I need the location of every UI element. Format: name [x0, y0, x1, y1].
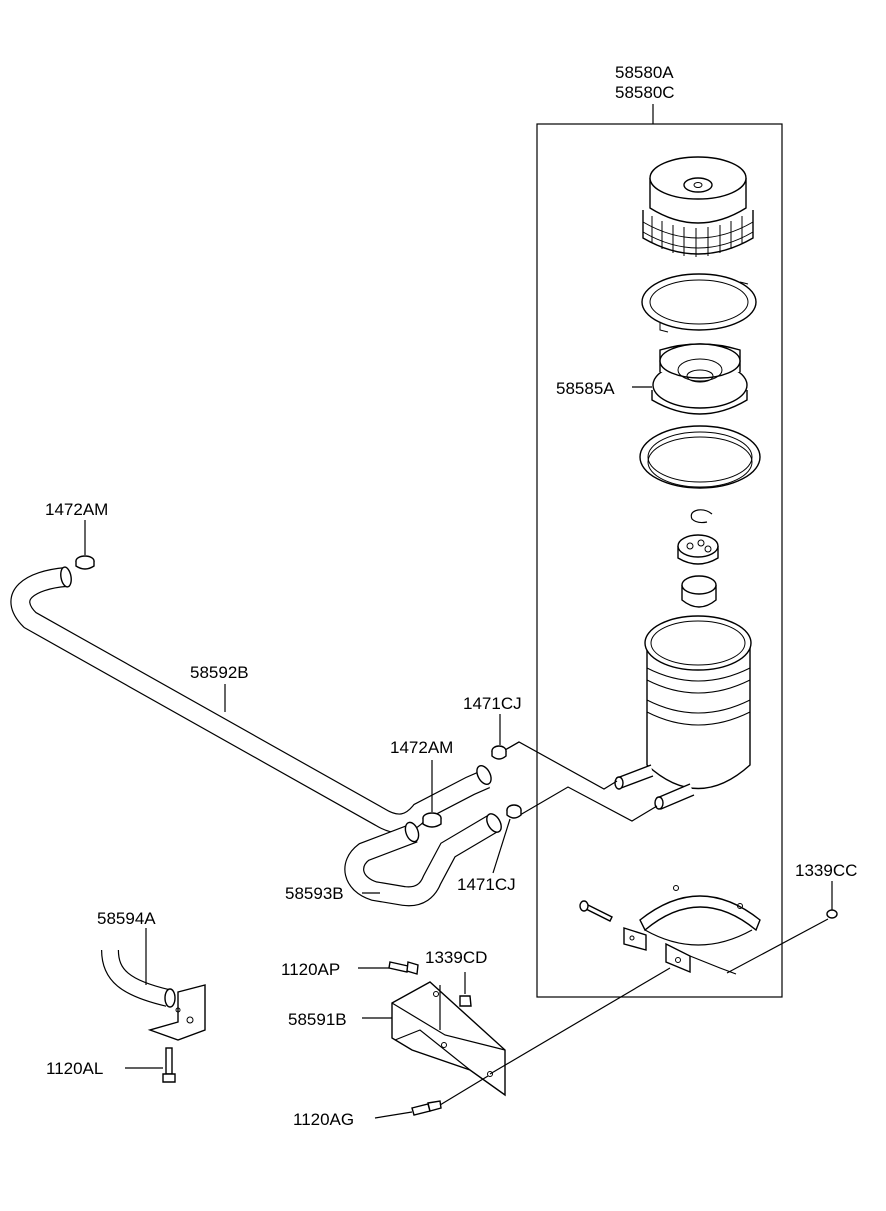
seal-ring-lower — [639, 425, 761, 489]
reservoir-valve-spacer — [681, 575, 717, 608]
reservoir-outlet-upper — [614, 764, 654, 790]
leader-lines — [84, 386, 652, 1119]
label-58594a: 58594A — [97, 909, 156, 928]
reservoir-outlet-lower — [654, 783, 695, 810]
mounting-band — [623, 885, 761, 975]
label-1120ag: 1120AG — [293, 1110, 354, 1129]
hose-58593b — [344, 813, 502, 907]
bolt-1120al — [162, 1047, 176, 1083]
reservoir-filter — [651, 343, 748, 415]
reservoir-body — [644, 615, 752, 790]
snap-ring — [690, 509, 713, 524]
label-58592b: 58592B — [190, 663, 249, 682]
label-1471cj-upper: 1471CJ — [463, 694, 522, 713]
label-1339cd: 1339CD — [425, 948, 487, 967]
hose-clip-1471cj-lower — [506, 804, 522, 819]
label-1472am-mid: 1472AM — [390, 738, 453, 757]
bolt-1120ap — [388, 961, 419, 975]
label-58580a: 58580A — [615, 63, 674, 82]
hose-clamp-1472am-top — [75, 555, 95, 570]
reservoir-assembly-frame — [536, 104, 783, 998]
label-1120al: 1120AL — [46, 1059, 103, 1078]
seal-ring-upper — [641, 273, 757, 333]
label-58593b: 58593B — [285, 884, 344, 903]
reservoir-valve-cap — [677, 534, 719, 565]
hose-clamp-1472am-mid — [422, 812, 442, 828]
band-bolt — [579, 900, 613, 922]
pipe-bracket-58594a — [101, 949, 206, 1041]
reservoir-cap — [642, 156, 754, 257]
bracket-58591b — [391, 967, 671, 1097]
label-1472am-top: 1472AM — [45, 500, 108, 519]
nut-1339cc — [726, 881, 838, 974]
label-1339cc: 1339CC — [795, 861, 857, 880]
label-58580c: 58580C — [615, 83, 675, 102]
label-1120ap: 1120AP — [281, 960, 340, 979]
supply-lines — [504, 741, 658, 822]
hose-clip-1471cj-upper — [491, 745, 507, 760]
label-58591b: 58591B — [288, 1010, 347, 1029]
hose-58592b — [10, 566, 492, 834]
label-58585a: 58585A — [556, 379, 615, 398]
bolt-1120ag — [411, 1075, 489, 1116]
nut-1339cd — [459, 972, 472, 1007]
label-1471cj-lower: 1471CJ — [457, 875, 516, 894]
